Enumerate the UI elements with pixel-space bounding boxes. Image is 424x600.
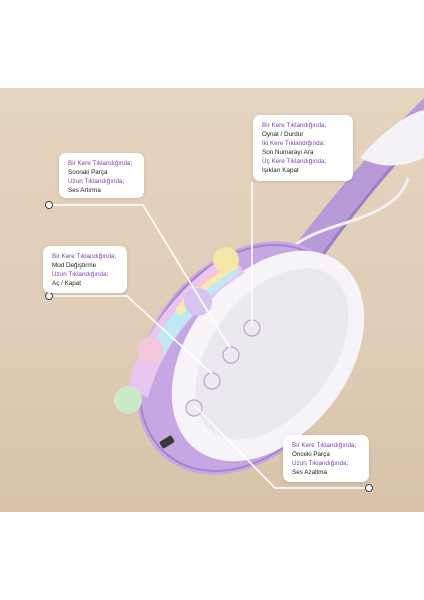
callout-dot-mode <box>45 292 53 300</box>
callout-prev-button: Bir Kere Tıklandığında; Önceki Parça Uzu… <box>283 435 369 482</box>
callout-next-line1: Bir Kere Tıklandığında; <box>68 160 133 167</box>
callout-next-button: Bir Kere Tıklandığında; Sonraki Parça Uz… <box>59 153 144 198</box>
callout-play-line4: Son Numarayı Ara <box>262 149 314 157</box>
callout-play-line3: İki Kere Tıklandığında; <box>262 140 325 148</box>
callout-mode-line4: Aç / Kapat <box>52 280 82 288</box>
callout-prev-line3: Uzun Tıklandığında; <box>292 460 349 468</box>
callout-next-line3: Uzun Tıklandığında; <box>68 178 125 186</box>
callout-play-line2: Oynat / Durdur <box>262 131 304 139</box>
callout-prev-line1: Bir Kere Tıklandığında; <box>292 442 357 449</box>
photo-background <box>0 88 424 512</box>
callout-next-line4: Ses Artırma <box>68 187 101 195</box>
callout-dot-prev <box>365 484 373 492</box>
headphone-illustration <box>114 98 424 475</box>
callout-mode-line2: Mod Değiştirme <box>52 262 97 270</box>
callout-play-line1: Bir Kere Tıklandığında; <box>262 122 327 129</box>
callout-play-line5: Üç Kere Tıklandığında; <box>262 158 327 166</box>
callout-next-line2: Sonraki Parça <box>68 169 108 177</box>
callout-play-button: Bir Kere Tıklandığında; Oynat / Durdur İ… <box>253 115 353 181</box>
callout-mode-button: Bir Kere Tıklandığında; Mod Değiştirme U… <box>43 246 127 293</box>
callout-mode-line1: Bir Kere Tıklandığında; <box>52 253 117 260</box>
callout-prev-line4: Ses Azaltma <box>292 469 327 477</box>
callout-prev-line2: Önceki Parça <box>292 451 330 459</box>
callout-mode-line3: Uzun Tıklandığında; <box>52 271 109 279</box>
callout-play-line6: Işıkları Kapat <box>262 167 299 175</box>
callout-dot-next <box>45 201 53 209</box>
